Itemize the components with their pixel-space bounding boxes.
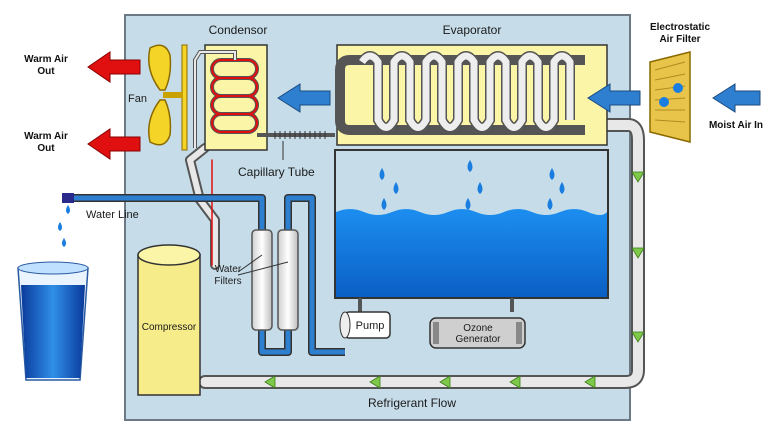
electrostatic-label-1: Electrostatic [650,22,710,33]
water-filters-label-1: Water [215,264,242,275]
moist-air-in-label: Moist Air In [709,120,763,131]
evaporator [335,44,608,146]
fan-label: Fan [128,93,147,105]
warm-air-out-top-label-2: Out [37,66,55,77]
warm-air-out-arrow-icon [87,51,141,160]
electrostatic-label-2: Air Filter [659,34,700,45]
water-drops [379,160,565,210]
pump-label: Pump [356,320,385,332]
flow-arrows [264,171,645,389]
warm-air-out-bottom-label-1: Warm Air [24,131,68,142]
compressor-label: Compressor [142,322,197,333]
air-flow-arrow-icon [277,83,761,113]
fan-icon [148,44,188,151]
warm-air-out-top-label-1: Warm Air [24,54,68,65]
warm-air-out-bottom-label-2: Out [37,143,55,154]
electrostatic-filter [649,51,691,143]
ozone-label-2: Generator [455,334,501,345]
ozone-generator [429,317,526,349]
pump [339,311,391,339]
capillary-tube-label: Capillary Tube [238,165,315,179]
evaporator-label: Evaporator [443,23,502,37]
compressor [137,244,201,396]
capillary-tube [257,131,335,160]
water-line-label: Water Line [86,209,139,221]
condensor-label: Condensor [209,23,268,37]
water-lines [70,194,514,356]
water-tank [334,149,609,299]
refrigerant-flow-label: Refrigerant Flow [368,396,456,410]
water-glass [17,193,89,381]
ozone-label-1: Ozone [463,323,493,334]
water-filters-label-2: Filters [214,276,241,287]
condensor [193,44,268,151]
water-filters [237,229,299,331]
